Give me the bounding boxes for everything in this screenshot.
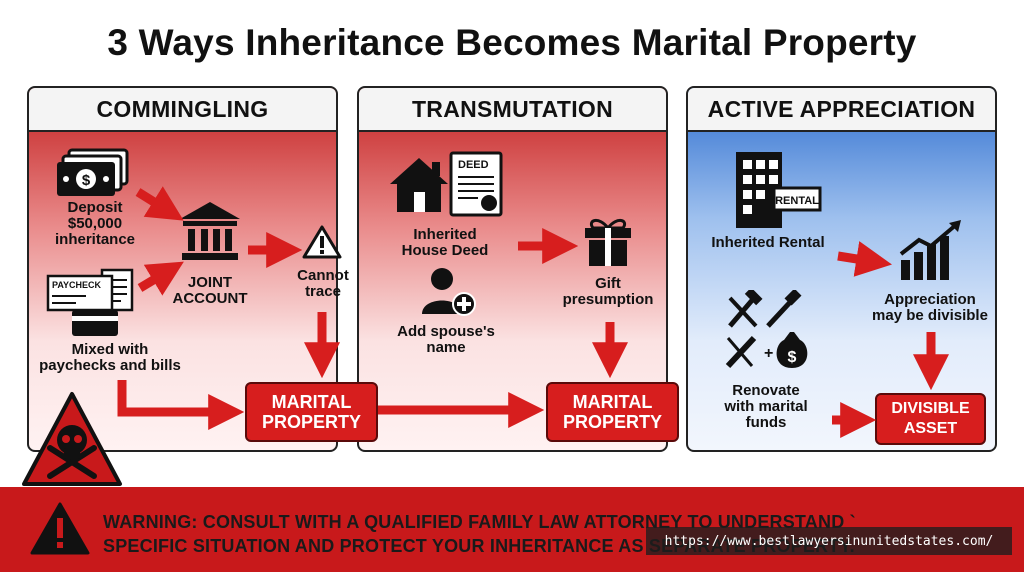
- joint-account-label: JOINT ACCOUNT: [172, 274, 248, 307]
- deposit-label: Deposit $50,000 inheritance: [54, 199, 136, 248]
- bank-icon: [180, 202, 240, 260]
- appreciation-label: Appreciation may be divisible: [872, 291, 988, 324]
- house-deed-label: Inherited House Deed: [401, 226, 489, 259]
- paycheck-icon: PAYCHECK: [46, 268, 134, 336]
- panel-heading: COMMINGLING: [29, 88, 336, 132]
- arrow: [837, 241, 893, 277]
- house-icon: [390, 158, 448, 212]
- renovate-label: Renovate with marital funds: [724, 382, 808, 431]
- paycheck-text: PAYCHECK: [52, 280, 102, 290]
- marital-property-box: MARITAL PROPERTY: [546, 382, 679, 442]
- cash-stack-icon: $: [57, 148, 129, 196]
- skull-crossbones-icon: [22, 392, 122, 486]
- rental-building-icon: RENTAL: [736, 152, 822, 228]
- svg-text:+: +: [764, 345, 773, 362]
- arrow: [137, 261, 184, 296]
- gift-icon: [585, 219, 631, 266]
- arrow: [117, 380, 245, 430]
- gift-presumption-label: Gift presumption: [562, 275, 654, 308]
- mixed-funds-label: Mixed with paychecks and bills: [39, 341, 181, 374]
- add-spouse-label: Add spouse's name: [397, 323, 495, 356]
- growth-chart-icon: [899, 220, 961, 280]
- inherited-rental-label: Inherited Rental: [711, 234, 825, 251]
- deed-document-icon: DEED: [449, 151, 503, 217]
- page-title: 3 Ways Inheritance Becomes Marital Prope…: [107, 22, 917, 63]
- panel-heading: ACTIVE APPRECIATION: [688, 88, 995, 132]
- arrow: [135, 186, 184, 221]
- svg-text:$: $: [788, 349, 797, 366]
- rental-sign-text: RENTAL: [775, 195, 819, 207]
- warning-icon: [30, 502, 90, 555]
- cannot-trace-label: Cannot trace: [297, 267, 349, 300]
- panel-heading: TRANSMUTATION: [359, 88, 666, 132]
- warning-triangle-icon: [302, 225, 342, 259]
- svg-text:$: $: [82, 172, 91, 189]
- add-person-icon: [422, 268, 476, 316]
- watermark-url: https://www.bestlawyersinunitedstates.co…: [646, 527, 1012, 555]
- deed-text: DEED: [458, 159, 489, 171]
- renovation-tools-icon: + $: [725, 290, 808, 369]
- marital-property-box: MARITAL PROPERTY: [245, 382, 378, 442]
